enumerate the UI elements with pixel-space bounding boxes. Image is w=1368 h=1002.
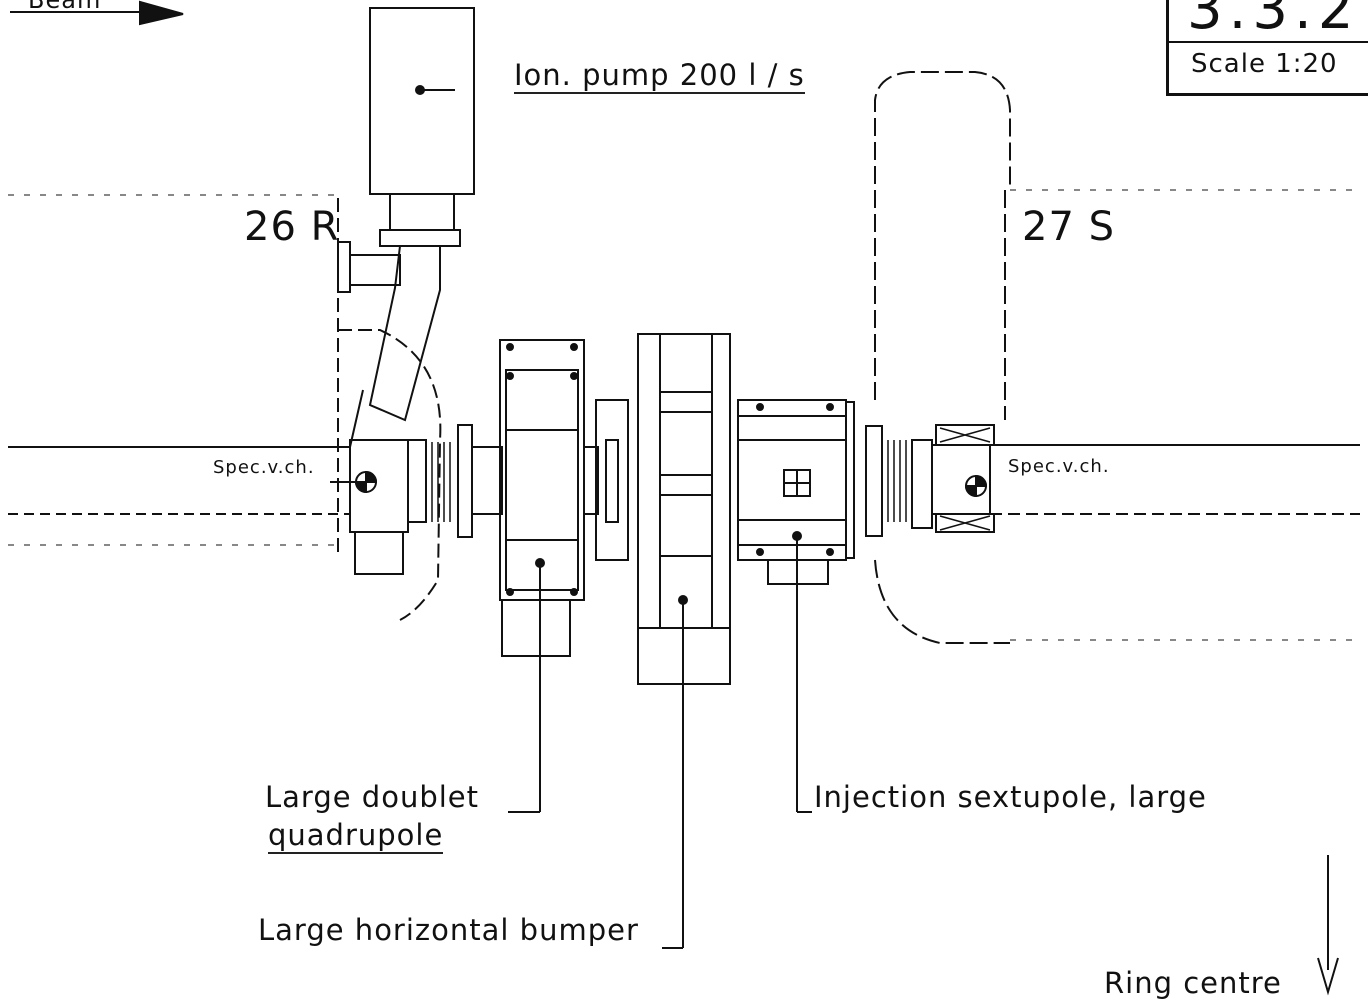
section-26r-label: 26 R — [244, 204, 340, 250]
ion-pump-label: Ion. pump 200 l / s — [514, 58, 805, 94]
title-block: 3.3.27 Scale 1:20 — [1166, 0, 1368, 96]
sextupole-label: Injection sextupole, large — [814, 780, 1207, 814]
doublet-label-line1: Large doublet — [265, 780, 480, 814]
vacuum-chamber-right — [931, 424, 995, 533]
ion-pump — [337, 7, 475, 448]
injection-sextupole — [737, 399, 855, 813]
vacuum-chamber-left — [349, 439, 451, 575]
magnet-outline-left — [337, 198, 442, 621]
doublet-quadrupole — [499, 339, 585, 813]
doublet-label-line2: quadrupole — [268, 818, 444, 854]
beam-label: Beam — [28, 0, 102, 14]
horizontal-bumper — [637, 333, 731, 949]
beam-arrow-icon — [10, 0, 184, 26]
spec-vch-left-label: Spec.v.ch. — [213, 457, 315, 478]
ring-centre-label: Ring centre — [1104, 966, 1282, 1000]
scale-label: Scale 1:20 — [1191, 49, 1338, 79]
bumper-label: Large horizontal bumper — [258, 913, 639, 947]
figure-number: 3.3.27 — [1187, 0, 1368, 42]
spec-vch-right-label: Spec.v.ch. — [1008, 456, 1110, 477]
ring-centre-arrow-icon — [1317, 855, 1339, 996]
magnet-outline-right — [874, 71, 1011, 644]
section-27s-label: 27 S — [1022, 204, 1116, 250]
beam-pipe — [8, 189, 1360, 641]
